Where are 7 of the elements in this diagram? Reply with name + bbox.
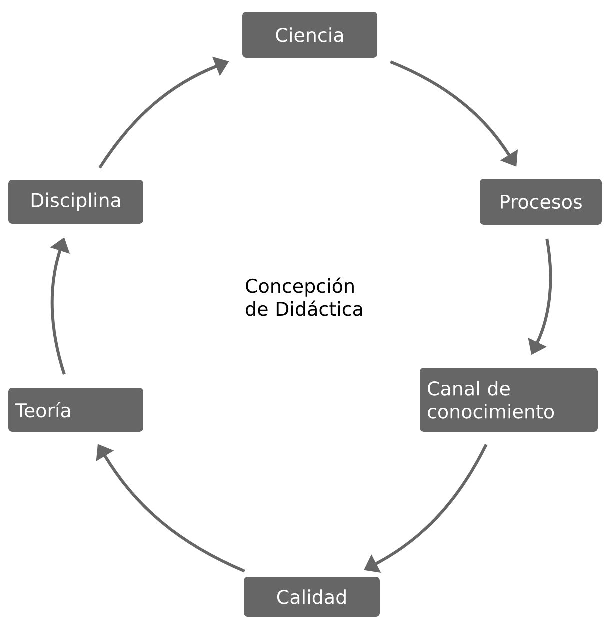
process-box: Canal de conocimiento (420, 368, 598, 432)
process-box: Ciencia (242, 12, 378, 58)
process-box: Disciplina (8, 180, 144, 224)
process-box: Teoría (8, 388, 144, 432)
center-label: Concepción de Didáctica (246, 278, 362, 316)
process-box: Calidad (244, 577, 380, 617)
process-box: Procesos (480, 179, 602, 225)
